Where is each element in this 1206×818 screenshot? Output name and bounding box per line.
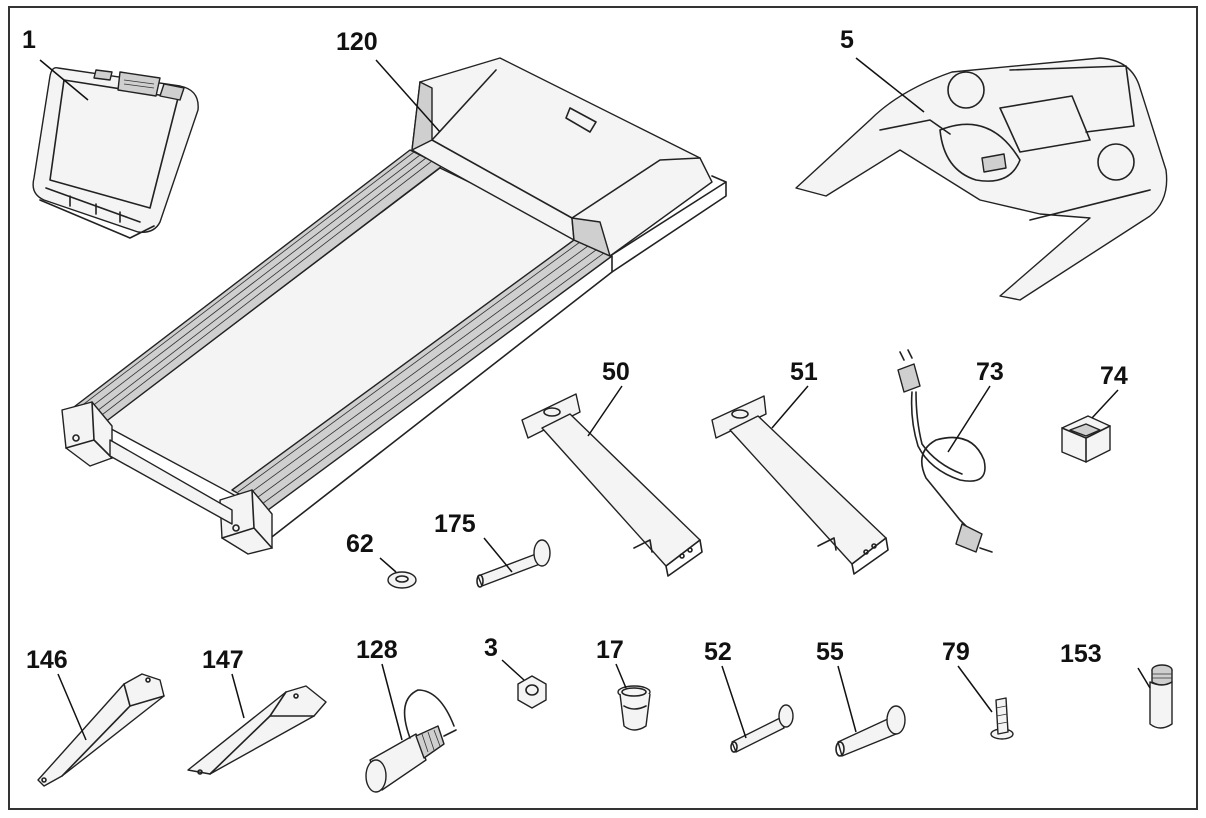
side-cover-left-drawing [37, 673, 165, 787]
washer-drawing [387, 571, 417, 589]
long-bolt-drawing [476, 539, 551, 588]
label-part-147: 147 [202, 646, 244, 674]
running-deck-drawing [61, 57, 727, 555]
label-part-50: 50 [602, 358, 630, 386]
label-part-52: 52 [704, 638, 732, 666]
bushing-drawing [617, 685, 651, 731]
bolt-55-drawing [835, 705, 906, 757]
upright-right-drawing [711, 395, 889, 575]
handlebar-console-drawing [795, 57, 1168, 301]
label-part-74: 74 [1100, 362, 1128, 390]
label-part-55: 55 [816, 638, 844, 666]
bolt-52-drawing [730, 704, 794, 753]
label-part-73: 73 [976, 358, 1004, 386]
label-part-79: 79 [942, 638, 970, 666]
upright-left-drawing [521, 393, 703, 577]
nut-drawing [517, 675, 547, 709]
side-cover-right-drawing [187, 685, 327, 775]
label-part-146: 146 [26, 646, 68, 674]
leader-lines [39, 57, 1151, 741]
display-console-drawing [32, 66, 199, 239]
label-part-51: 51 [790, 358, 818, 386]
part-labels: 1 120 5 50 51 73 74 62 175 146 147 128 3… [22, 26, 1128, 674]
label-part-3: 3 [484, 634, 498, 662]
label-part-128: 128 [356, 636, 398, 664]
label-part-17: 17 [596, 636, 624, 664]
diagram-frame [8, 6, 1198, 810]
label-part-120: 120 [336, 28, 378, 56]
label-part-175: 175 [434, 510, 476, 538]
screw-79-drawing [990, 697, 1014, 740]
switch-drawing [1061, 415, 1111, 463]
label-part-5: 5 [840, 26, 854, 54]
knob-153-drawing [1149, 664, 1173, 729]
label-part-62: 62 [346, 530, 374, 558]
motor-sensor-drawing [365, 689, 457, 793]
label-part-153: 153 [1060, 640, 1102, 668]
label-part-1: 1 [22, 26, 36, 54]
power-cord-drawing [897, 349, 993, 553]
